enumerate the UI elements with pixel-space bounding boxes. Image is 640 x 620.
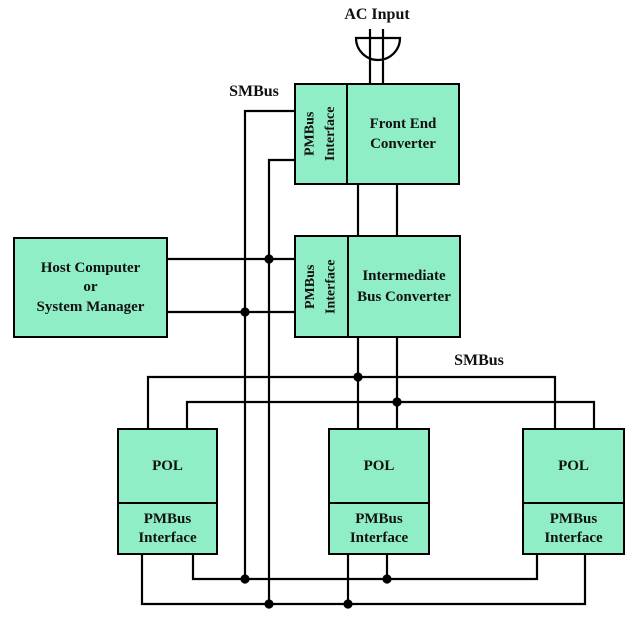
- smbus-wire-a: [243, 109, 294, 579]
- ibc-pmbus-interface-section: PMBus Interface: [296, 237, 349, 336]
- host-computer-block: Host Computer or System Manager: [13, 237, 168, 338]
- junction-dot: [382, 574, 392, 584]
- smbus-label-mid: SMBus: [454, 352, 504, 369]
- pol3-label: POL: [524, 430, 623, 504]
- front-end-pmbus-interface-label: PMBus Interface: [302, 106, 338, 162]
- junction-dot: [264, 254, 274, 264]
- intermediate-bus-converter-block: PMBus Interface Intermediate Bus Convert…: [294, 235, 461, 338]
- front-end-main-section: Front End Converter: [348, 85, 458, 183]
- ibc-pmbus-interface-label: PMBus Interface: [303, 259, 339, 314]
- pol2-pmbus-interface-label: PMBus Interface: [349, 511, 409, 546]
- ac-input-label: AC Input: [344, 6, 410, 23]
- junction-dot: [240, 574, 250, 584]
- smbus-wire-b: [267, 158, 294, 604]
- pol-block-2: POL PMBus Interface: [328, 428, 430, 555]
- front-end-converter-label: Front End Converter: [369, 115, 437, 152]
- smbus-label-top: SMBus: [229, 83, 279, 100]
- ac-plug-icon: [354, 36, 402, 62]
- pol-block-3: POL PMBus Interface: [522, 428, 625, 555]
- bottom-bus-lower-wire: [140, 555, 587, 606]
- front-end-converter-block: PMBus Interface Front End Converter: [294, 83, 460, 185]
- front-end-pmbus-interface-section: PMBus Interface: [296, 85, 348, 183]
- bottom-bus-upper-wire: [191, 555, 539, 581]
- junction-dot: [353, 372, 363, 382]
- ibc-main-section: Intermediate Bus Converter: [349, 237, 459, 336]
- host-line-3: System Manager: [36, 298, 145, 315]
- host-line-2: or: [83, 278, 98, 295]
- pol-block-1: POL PMBus Interface: [117, 428, 218, 555]
- pol3-pmbus-interface-label: PMBus Interface: [544, 511, 603, 546]
- pol1-label: POL: [119, 430, 216, 504]
- junction-dot: [240, 307, 250, 317]
- junction-dot: [343, 599, 353, 609]
- junction-dot: [264, 599, 274, 609]
- pol1-pmbus-interface-label: PMBus Interface: [138, 511, 197, 546]
- junction-dot: [392, 397, 402, 407]
- host-computer-text: Host Computer or System Manager: [15, 258, 166, 317]
- pol2-label: POL: [330, 430, 428, 504]
- mid-bus-lower-wire: [185, 400, 596, 428]
- intermediate-bus-converter-label: Intermediate Bus Converter: [357, 268, 451, 305]
- host-line-1: Host Computer: [40, 259, 141, 276]
